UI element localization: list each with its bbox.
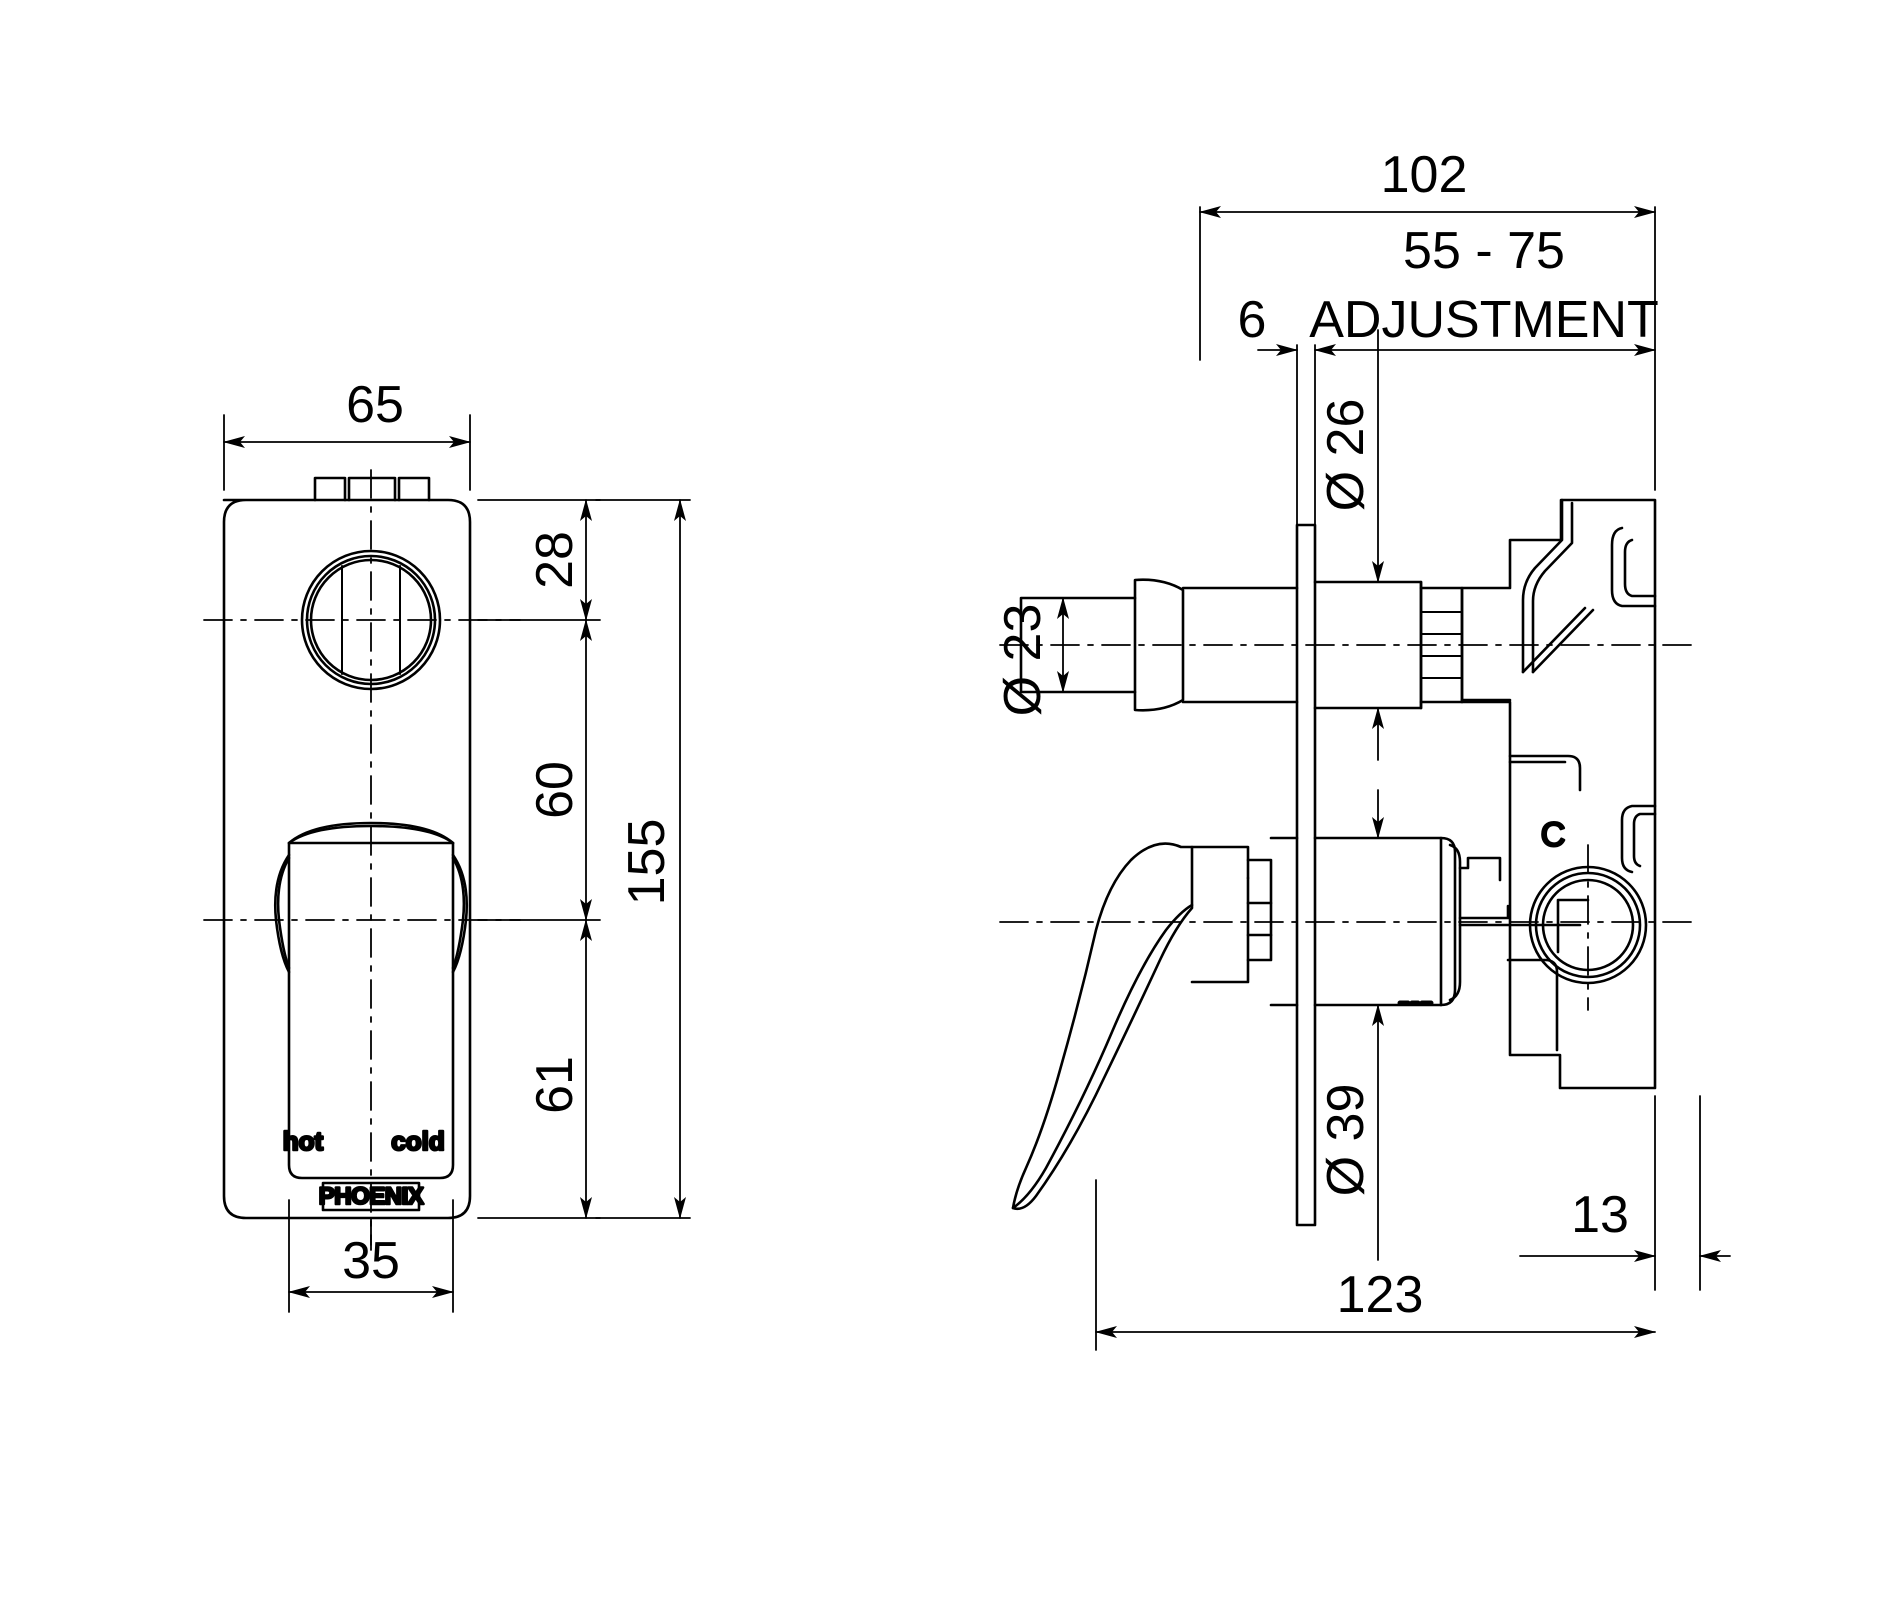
dim-text-65: 65	[346, 376, 404, 434]
hot-label: hot	[283, 1126, 324, 1156]
front-dimensions	[223, 414, 691, 1313]
dim-text-diameter-23: Ø 23	[994, 604, 1052, 717]
dim-text-28: 28	[526, 531, 584, 589]
side-centrelines	[999, 644, 1701, 1011]
dim-text-61: 61	[526, 1056, 584, 1114]
dim-text-6: 6	[1238, 291, 1267, 349]
dim-text-adjustment-caption: ADJUSTMENT	[1309, 291, 1659, 349]
side-escutcheon-plate	[1295, 523, 1317, 1227]
front-faceplate	[222, 498, 472, 1220]
side-section-group: C	[999, 498, 1701, 1227]
dim-text-diameter-26: Ø 26	[1317, 399, 1375, 512]
side-diverter-knob	[1019, 578, 1185, 712]
side-lever-handle	[1011, 842, 1273, 1211]
cold-port-marking: C	[1541, 816, 1566, 854]
dim-text-35: 35	[342, 1232, 400, 1290]
dim-text-123: 123	[1337, 1266, 1424, 1324]
front-diverter-flutes	[341, 565, 401, 675]
side-valve-body	[1460, 498, 1657, 1090]
dim-text-diameter-39: Ø 39	[1317, 1084, 1375, 1197]
front-top-tabs	[313, 476, 431, 502]
front-centrelines	[203, 469, 521, 1251]
dim-text-155: 155	[618, 819, 676, 906]
dim-text-adjustment-range: 55 - 75	[1403, 222, 1565, 280]
dim-text-13: 13	[1571, 1186, 1629, 1244]
front-elevation-group: hot cold PHOENIX	[203, 469, 521, 1251]
dimension-text-group: 65 28 60 61 155 35 102 55 - 75 ADJUSTMEN…	[342, 146, 1659, 1324]
dim-text-102: 102	[1381, 146, 1468, 204]
cold-label: cold	[391, 1126, 444, 1156]
side-dimensions	[1020, 206, 1731, 1351]
dim-text-60: 60	[526, 761, 584, 819]
